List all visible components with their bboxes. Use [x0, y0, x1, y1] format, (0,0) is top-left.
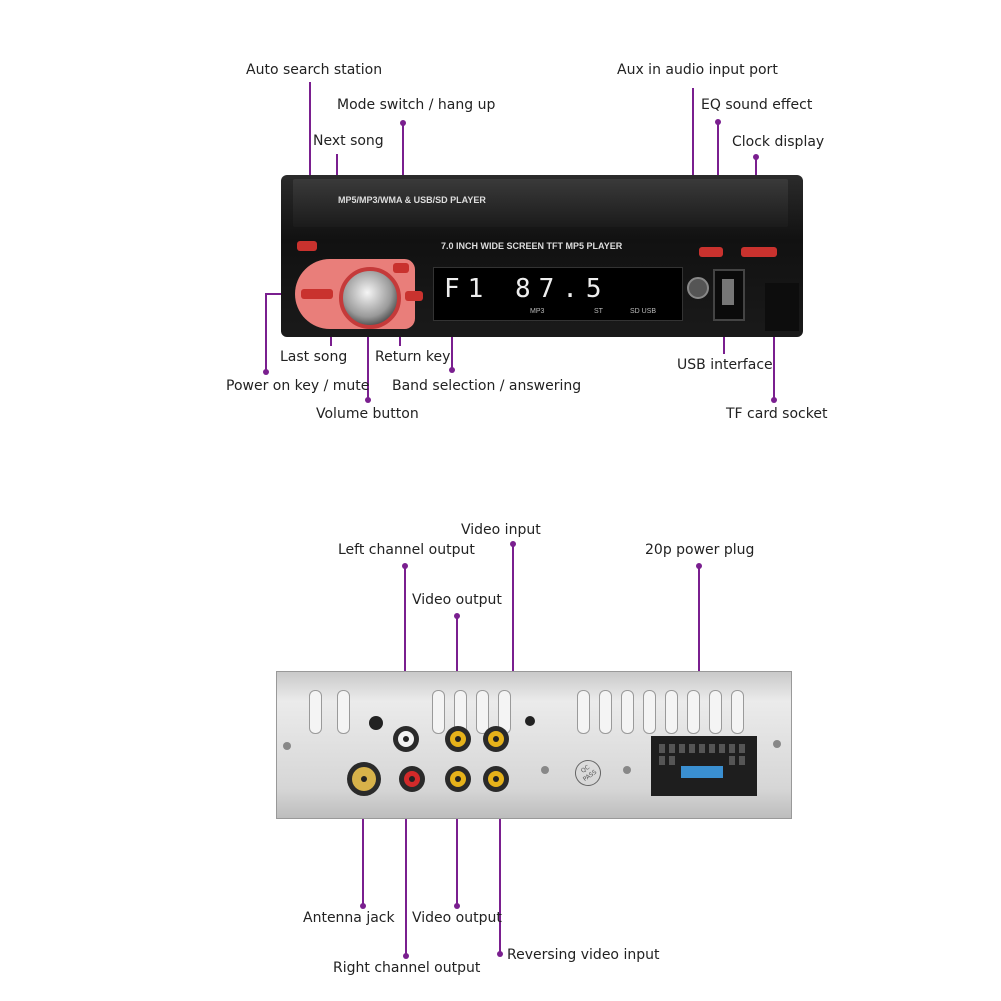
- disp-button[interactable]: [741, 247, 777, 257]
- label-video-input: Video input: [461, 522, 541, 538]
- eq-button[interactable]: [699, 247, 723, 257]
- display-label-st: ST: [594, 308, 603, 315]
- label-last-song: Last song: [280, 349, 348, 365]
- label-power-on: Power on key / mute: [226, 378, 370, 394]
- video-output-jack-bottom[interactable]: [445, 766, 471, 792]
- label-band-selection: Band selection / answering: [392, 378, 582, 394]
- aux-port[interactable]: [687, 277, 709, 299]
- display-digits: F1 87.5: [444, 274, 610, 304]
- reversing-video-jack[interactable]: [483, 766, 509, 792]
- label-next-song: Next song: [313, 133, 384, 149]
- flap-text: MP5/MP3/WMA & USB/SD PLAYER: [338, 195, 486, 205]
- label-aux-in: Aux in audio input port: [617, 62, 778, 78]
- display-label-sd-usb: SD USB: [630, 308, 657, 315]
- screw: [541, 766, 549, 774]
- mount-hole: [369, 716, 383, 730]
- power-mute-button[interactable]: [301, 289, 333, 299]
- mount-hole-small: [525, 716, 535, 726]
- label-tf-card: TF card socket: [726, 406, 828, 422]
- label-left-channel: Left channel output: [338, 542, 475, 558]
- label-mode-switch: Mode switch / hang up: [337, 97, 496, 113]
- label-clock-display: Clock display: [732, 134, 825, 150]
- screw: [283, 742, 291, 750]
- band-button[interactable]: [405, 291, 423, 301]
- label-power-plug: 20p power plug: [645, 542, 755, 558]
- panel-subtitle: 7.0 INCH WIDE SCREEN TFT MP5 PLAYER: [441, 241, 623, 251]
- right-channel-jack[interactable]: [399, 766, 425, 792]
- label-usb-interface: USB interface: [677, 357, 773, 373]
- label-right-channel: Right channel output: [333, 960, 481, 976]
- usb-port[interactable]: [713, 269, 745, 321]
- front-flap: MP5/MP3/WMA & USB/SD PLAYER: [293, 179, 788, 227]
- tf-card-slot[interactable]: [765, 283, 799, 331]
- label-eq-sound: EQ sound effect: [701, 97, 813, 113]
- display-label-mp3: MP3: [530, 308, 545, 315]
- mod-button[interactable]: [393, 263, 409, 273]
- rear-panel: QC PASS: [276, 671, 792, 819]
- label-return-key: Return key: [375, 349, 451, 365]
- label-video-output-top: Video output: [412, 592, 502, 608]
- video-input-jack[interactable]: [483, 726, 509, 752]
- qc-pass-stamp: QC PASS: [569, 754, 607, 792]
- label-antenna-jack: Antenna jack: [303, 910, 395, 926]
- left-channel-jack[interactable]: [393, 726, 419, 752]
- blue-fuse: [681, 766, 723, 778]
- front-panel: MP5/MP3/WMA & USB/SD PLAYER 7.0 INCH WID…: [281, 175, 803, 337]
- screw: [773, 740, 781, 748]
- label-auto-search: Auto search station: [246, 62, 383, 78]
- lcd-display: F1 87.5 MP3 ST SD USB: [433, 267, 683, 321]
- label-reversing-video: Reversing video input: [507, 947, 660, 963]
- video-output-jack-top[interactable]: [445, 726, 471, 752]
- stamp-text: QC PASS: [579, 763, 599, 784]
- volume-knob[interactable]: [339, 267, 401, 329]
- label-volume-button: Volume button: [316, 406, 419, 422]
- power-plug-20p[interactable]: [651, 736, 757, 796]
- ams-button[interactable]: [297, 241, 317, 251]
- screw: [623, 766, 631, 774]
- label-video-output-bottom: Video output: [412, 910, 502, 926]
- antenna-jack[interactable]: [347, 762, 381, 796]
